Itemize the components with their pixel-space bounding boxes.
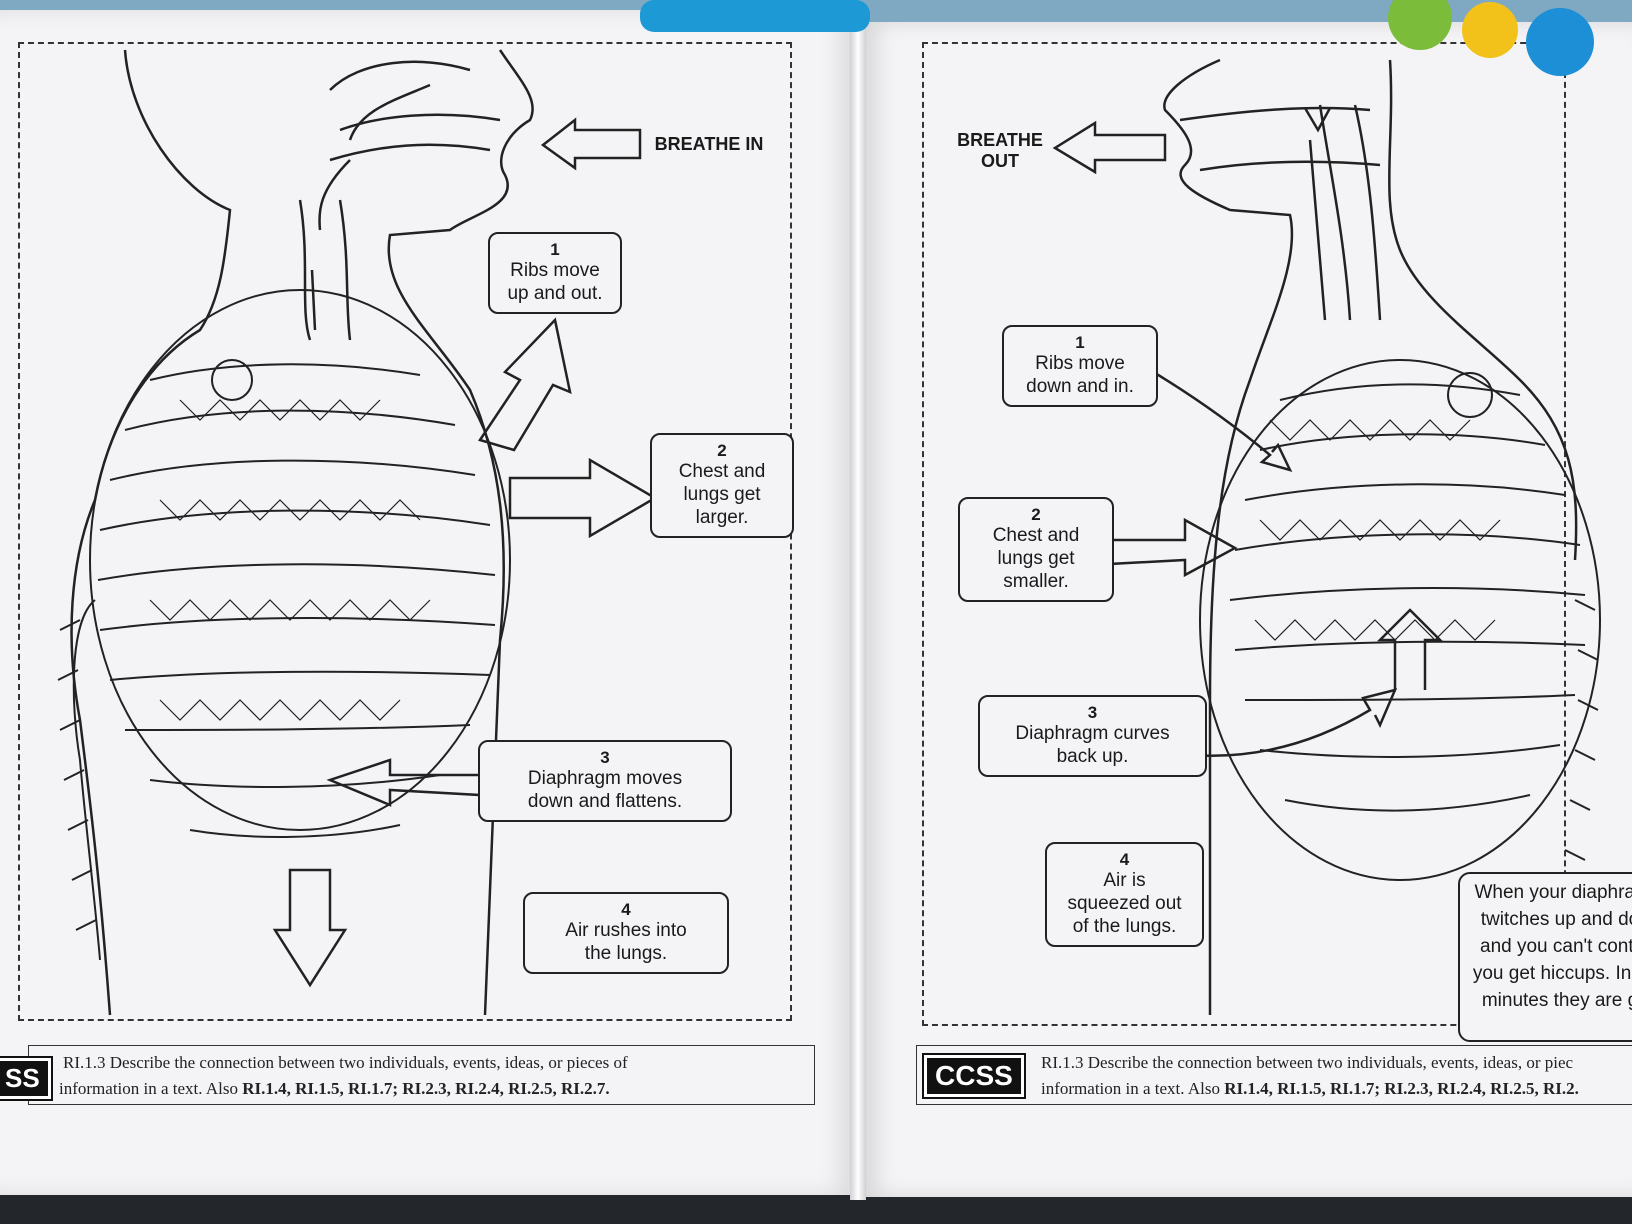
- right-step-2-line-1: Chest and: [992, 525, 1080, 547]
- left-step-3-box: 3 Diaphragm moves down and flattens.: [478, 740, 732, 822]
- left-step-1-box: 1 Ribs move up and out.: [488, 232, 622, 314]
- right-body-outline: [1163, 58, 1578, 1016]
- breathe-out-line-2: OUT: [981, 150, 1019, 171]
- hiccup-line-2: twitches up and do: [1480, 908, 1632, 930]
- right-step-2-box: 2 Chest and lungs get smaller.: [958, 497, 1114, 602]
- right-ccss-badge: CCSS: [924, 1055, 1024, 1097]
- right-standards-box: RI.1.3 Describe the connection between t…: [916, 1045, 1632, 1105]
- right-step-2-line-3: smaller.: [1003, 570, 1069, 592]
- right-standards-line-1: RI.1.3 Describe the connection between t…: [1041, 1053, 1574, 1072]
- left-step-2-line-1: Chest and: [678, 461, 766, 483]
- right-step-1-line-1: Ribs move: [1035, 353, 1125, 375]
- left-step-3-line-2: down and flattens.: [527, 791, 683, 813]
- right-step-3-line-2: back up.: [1056, 746, 1129, 768]
- left-standards-line-2: information in a text. Also RI.1.4, RI.1…: [59, 1076, 610, 1102]
- left-step-2-box: 2 Chest and lungs get larger.: [650, 433, 794, 538]
- right-flow-arrows: [1052, 107, 1444, 757]
- left-standards-line-1: RI.1.3 Describe the connection between t…: [63, 1053, 628, 1072]
- left-step-2-line-2: lungs get: [683, 484, 761, 506]
- breathe-out-line-1: BREATHE: [957, 130, 1043, 150]
- left-flow-arrows: [272, 83, 658, 988]
- right-step-3-number: 3: [1087, 703, 1098, 722]
- left-ribcage: [57, 289, 511, 961]
- left-step-2-number: 2: [717, 441, 727, 460]
- left-standards-box: RI.1.3 Describe the connection between t…: [28, 1045, 815, 1105]
- hiccup-line-3: and you can't contr: [1480, 935, 1632, 957]
- hiccup-line-1: When your diaphrag: [1474, 882, 1632, 903]
- right-illustration-frame: [922, 42, 1566, 1026]
- right-step-4-line-1: Air is: [1103, 870, 1146, 892]
- right-standards-line-2-prefix: information in a text. Also: [1041, 1079, 1225, 1098]
- right-standards-codes: RI.1.4, RI.1.5, RI.1.7; RI.2.3, RI.2.4, …: [1224, 1079, 1579, 1098]
- right-step-4-line-3: of the lungs.: [1072, 915, 1177, 937]
- left-step-1-number: 1: [550, 240, 560, 259]
- left-step-1-line-1: Ribs move: [510, 260, 600, 282]
- breathe-in-label: BREATHE IN: [654, 134, 764, 154]
- book-spine: [850, 10, 866, 1200]
- left-standards-line-2-prefix: information in a text. Also: [59, 1079, 243, 1098]
- left-step-4-line-2: the lungs.: [584, 943, 668, 965]
- right-step-1-line-2: down and in.: [1026, 376, 1134, 398]
- left-step-3-number: 3: [600, 748, 610, 767]
- right-step-1-number: 1: [1075, 333, 1085, 352]
- left-step-3-line-1: Diaphragm moves: [527, 768, 683, 790]
- left-page: [0, 10, 858, 1195]
- left-standards-codes: RI.1.4, RI.1.5, RI.1.7; RI.2.3, RI.2.4, …: [242, 1079, 610, 1098]
- right-step-2-line-2: lungs get: [997, 548, 1075, 570]
- right-step-3-line-1: Diaphragm curves: [1015, 723, 1170, 745]
- hiccup-line-4: you get hiccups. In a: [1472, 962, 1632, 984]
- cover-logo-decoration: [640, 0, 1594, 76]
- right-step-4-number: 4: [1119, 850, 1130, 869]
- right-step-4-line-2: squeezed out: [1067, 893, 1182, 915]
- left-step-4-line-1: Air rushes into: [565, 920, 687, 942]
- breathe-out-label: BREATHE OUT: [945, 130, 1055, 171]
- hiccup-line-5: minutes they are g: [1481, 989, 1632, 1011]
- left-step-4-number: 4: [621, 900, 631, 919]
- left-step-1-line-2: up and out.: [507, 283, 603, 305]
- left-ccss-badge: SS: [0, 1058, 51, 1099]
- left-step-4-box: 4 Air rushes into the lungs.: [523, 892, 729, 974]
- right-step-3-box: 3 Diaphragm curves back up.: [978, 695, 1207, 777]
- right-step-4-box: 4 Air is squeezed out of the lungs.: [1045, 842, 1204, 947]
- right-step-1-box: 1 Ribs move down and in.: [1002, 325, 1158, 407]
- hiccup-fact-box: When your diaphrag twitches up and do an…: [1458, 872, 1632, 1042]
- right-standards-line-2: information in a text. Also RI.1.4, RI.1…: [1041, 1076, 1579, 1102]
- right-ribcage: [1199, 359, 1601, 881]
- left-step-2-line-3: larger.: [695, 506, 749, 528]
- right-step-2-number: 2: [1031, 505, 1041, 524]
